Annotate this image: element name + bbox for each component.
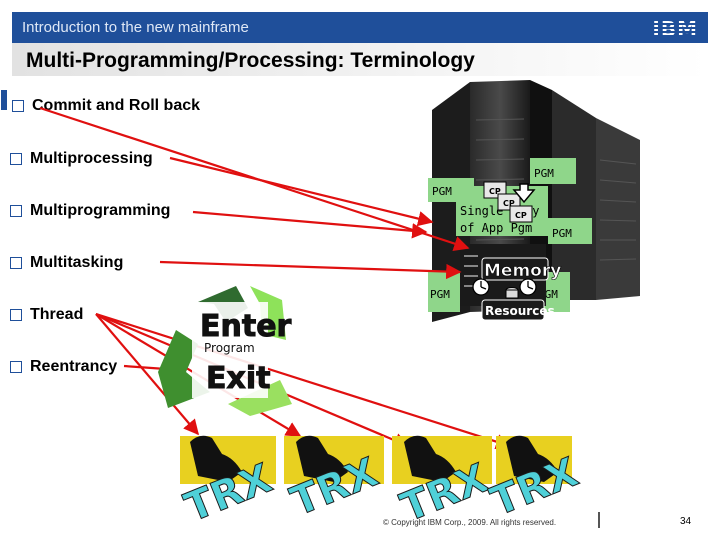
resources-panel: Resources: [481, 299, 555, 321]
pgm-box: PGM: [530, 158, 576, 184]
cp-chip: CP: [509, 205, 533, 223]
database-icon: [505, 287, 519, 299]
presentation-title: Introduction to the new mainframe: [22, 19, 249, 36]
red-arrow: [192, 210, 428, 239]
top-bar: Introduction to the new mainframe IBM: [12, 12, 708, 43]
clock-icon: [519, 278, 537, 296]
bullet-thread: Thread: [10, 306, 83, 324]
clock-icon: [472, 278, 490, 296]
transaction-trx-1: TRX: [178, 435, 279, 532]
copyright-notice: © Copyright IBM Corp., 2009. All rights …: [383, 518, 557, 527]
checkbox-bullet-icon: [10, 153, 22, 165]
red-arrow: [95, 312, 512, 450]
memory-label: Memory: [484, 261, 561, 281]
checkbox-bullet-icon: [10, 361, 22, 373]
ibm-logo: IBM: [652, 17, 698, 41]
red-arrow: [169, 156, 434, 227]
pgm-label: PGM: [534, 167, 554, 180]
bullet-reentrancy: Reentrancy: [10, 358, 117, 376]
transaction-trx-4: TRX: [484, 435, 585, 526]
checkbox-bullet-icon: [10, 205, 22, 217]
cp-label: CP: [515, 211, 527, 220]
bullet-label: Commit and Roll back: [32, 97, 201, 114]
transaction-trx-3: TRX: [392, 435, 495, 532]
program-label: Program: [204, 341, 255, 355]
bullet-label: Thread: [30, 306, 84, 323]
pgm-box: PGM: [428, 272, 460, 312]
checkbox-bullet-icon: [10, 257, 22, 269]
cp-label: CP: [489, 187, 501, 196]
left-accent-bar: [1, 90, 7, 110]
pgm-label: PGM: [552, 227, 572, 240]
pgm-label: PGM: [432, 185, 452, 198]
bullet-label: Multiprogramming: [30, 202, 171, 219]
pgm-box: PGM: [548, 218, 592, 244]
bullet-multitasking: Multitasking: [10, 254, 123, 272]
bullet-multiprogramming: Multiprogramming: [10, 202, 170, 220]
footer-divider: [598, 512, 600, 528]
enter-label: Enter: [200, 309, 292, 344]
checkbox-bullet-icon: [10, 309, 22, 321]
slide-title: Multi-Programming/Processing: Terminolog…: [26, 49, 475, 72]
title-strip: Multi-Programming/Processing: Terminolog…: [12, 43, 708, 76]
resources-label: Resources: [485, 304, 555, 318]
down-arrow-icon: [512, 183, 536, 204]
pgm-label: PGM: [430, 288, 450, 301]
recycle-graphic: Enter Program Exit: [158, 286, 292, 416]
bullet-label: Multitasking: [30, 254, 124, 271]
bullet-label: Multiprocessing: [30, 150, 153, 167]
cp-label: CP: [503, 199, 515, 208]
page-number: 34: [680, 516, 692, 527]
red-arrow: [95, 313, 199, 436]
memory-region: Memory: [460, 244, 562, 306]
transaction-trx-2: TRX: [284, 435, 385, 526]
bullet-commit-rollback: Commit and Roll back: [12, 97, 200, 115]
app-pgm-label: of App Pgm: [460, 221, 532, 235]
exit-label: Exit: [206, 361, 270, 396]
bullet-multiprocessing: Multiprocessing: [10, 150, 153, 168]
checkbox-bullet-icon: [12, 100, 24, 112]
bullet-label: Reentrancy: [30, 358, 118, 375]
red-arrow: [159, 260, 462, 280]
